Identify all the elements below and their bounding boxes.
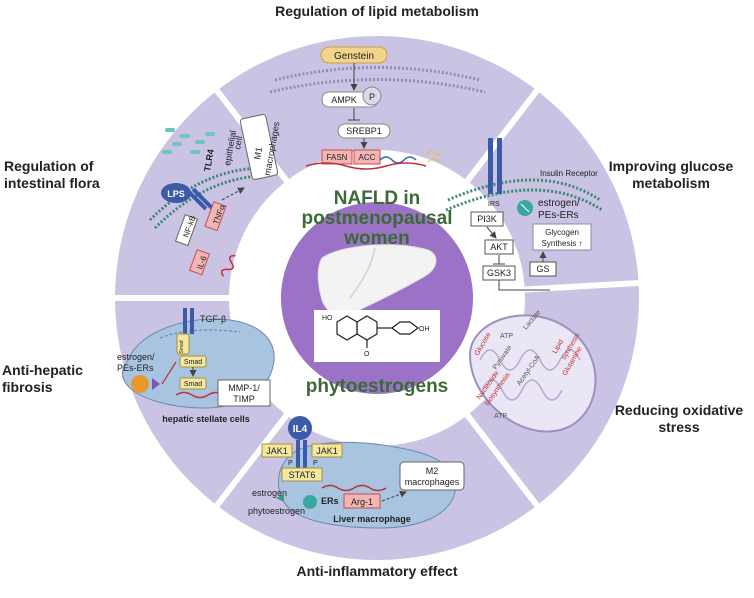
lps-label: LPS bbox=[167, 189, 185, 199]
bacteria-icons bbox=[162, 128, 215, 154]
acc-label: ACC bbox=[359, 153, 376, 162]
label-glucose-metabolism: Improving glucose metabolism bbox=[608, 158, 734, 191]
phytoestrogen-label: phytoestrogen bbox=[248, 506, 305, 516]
fibrosis-panel: TGF-β Smad Smad Smad MMP-1/ TIMP estroge… bbox=[117, 308, 275, 424]
label-anti-hepatic-fibrosis: Anti-hepatic fibrosis bbox=[2, 362, 83, 395]
svg-text:OH: OH bbox=[419, 326, 430, 333]
liver-lobe-line bbox=[349, 247, 376, 299]
molecule-box bbox=[314, 310, 440, 362]
tlr4-label: TLR4 bbox=[202, 148, 216, 172]
svg-text:O: O bbox=[364, 351, 370, 358]
pes-ers-label: PEs-ERs bbox=[538, 210, 579, 221]
flora-panel: LPS TLR4 epithelial cell M1 macrophages … bbox=[148, 114, 282, 277]
mmp1-label: MMP-1/ bbox=[228, 383, 260, 393]
akt-label: AKT bbox=[490, 242, 508, 252]
oxidative-panel: Glucose ATP Lactate Pyruvate Acetyl-CoA … bbox=[468, 309, 597, 433]
timp-label: TIMP bbox=[233, 394, 255, 404]
center-subtitle: phytoestrogens bbox=[306, 376, 449, 397]
lipid-panel: Genstein AMPK P SREBP1 FASN ACC bbox=[269, 46, 486, 170]
arg1-label: Arg-1 bbox=[351, 497, 373, 507]
pes-ers-label-fib: PEs-ERs bbox=[117, 363, 154, 373]
atp-label-top: ATP bbox=[500, 333, 513, 340]
p-right-label: P bbox=[313, 460, 318, 467]
label-anti-inflammatory: Anti-inflammatory effect bbox=[296, 563, 458, 579]
genstein-label: Genstein bbox=[334, 51, 374, 62]
label-lipid-metabolism: Regulation of lipid metabolism bbox=[275, 3, 479, 19]
stat6-label: STAT6 bbox=[289, 470, 316, 480]
ers-label: ERs bbox=[321, 496, 339, 506]
smad-label-1: Smad bbox=[179, 340, 185, 353]
estrogen-label-infl: estrogen bbox=[252, 488, 287, 498]
label-intestinal-flora: Regulation of intestinal flora bbox=[4, 158, 100, 191]
lipid-droplet-icon bbox=[424, 150, 444, 163]
jak1-left-label: JAK1 bbox=[266, 446, 288, 456]
smad-label-2: Smad bbox=[184, 359, 202, 366]
gsk3-label: GSK3 bbox=[487, 268, 511, 278]
irs-label: IRS bbox=[488, 201, 500, 208]
label-oxidative-stress: Reducing oxidative stress bbox=[614, 402, 744, 435]
tgfb-label: TGF-β bbox=[200, 314, 226, 324]
cell-label: cell bbox=[232, 135, 244, 150]
estrogen-label-fib: estrogen/ bbox=[117, 352, 155, 362]
center-title-line2: postmenopausal bbox=[302, 208, 453, 229]
liver-macrophage-label: Liver macrophage bbox=[333, 514, 411, 524]
m2-label: M2 bbox=[426, 466, 439, 476]
svg-text:HO: HO bbox=[322, 315, 333, 322]
gs-label: GS bbox=[536, 264, 549, 274]
mitochondrion-icon bbox=[468, 314, 597, 433]
ampk-label: AMPK bbox=[331, 95, 357, 105]
synthesis-label: Synthesis ↑ bbox=[542, 239, 583, 248]
hepatic-stellate-label: hepatic stellate cells bbox=[162, 414, 250, 424]
insulin-receptor-label: Insulin Receptor bbox=[540, 169, 598, 178]
center-title-line3: women bbox=[343, 228, 409, 249]
smad-label-3: Smad bbox=[184, 381, 202, 388]
inflammatory-panel: IL4 JAK1 JAK1 P P STAT6 estrogen ERs phy… bbox=[248, 416, 465, 529]
isoflavone-structure-icon bbox=[336, 315, 419, 348]
glycogen-label: Glycogen bbox=[545, 228, 579, 237]
srebp1-label: SREBP1 bbox=[346, 126, 382, 136]
macrophages-label-m2: macrophages bbox=[405, 477, 460, 487]
atp-label-bottom: ATP bbox=[494, 413, 507, 420]
liver-icon bbox=[317, 244, 437, 316]
estrogen-label: estrogen/ bbox=[538, 198, 580, 209]
center-title-line1: NAFLD in bbox=[334, 188, 421, 209]
m1-label: M1 bbox=[252, 146, 264, 160]
il4-label: IL4 bbox=[293, 424, 308, 435]
p-left-label: P bbox=[288, 460, 293, 467]
jak1-right-label: JAK1 bbox=[316, 446, 338, 456]
fasn-label: FASN bbox=[327, 153, 348, 162]
glucose-panel: Insulin Receptor IRS PI3K AKT GSK3 GS es… bbox=[445, 138, 603, 291]
p-label: P bbox=[369, 92, 375, 102]
pi3k-label: PI3K bbox=[477, 214, 497, 224]
